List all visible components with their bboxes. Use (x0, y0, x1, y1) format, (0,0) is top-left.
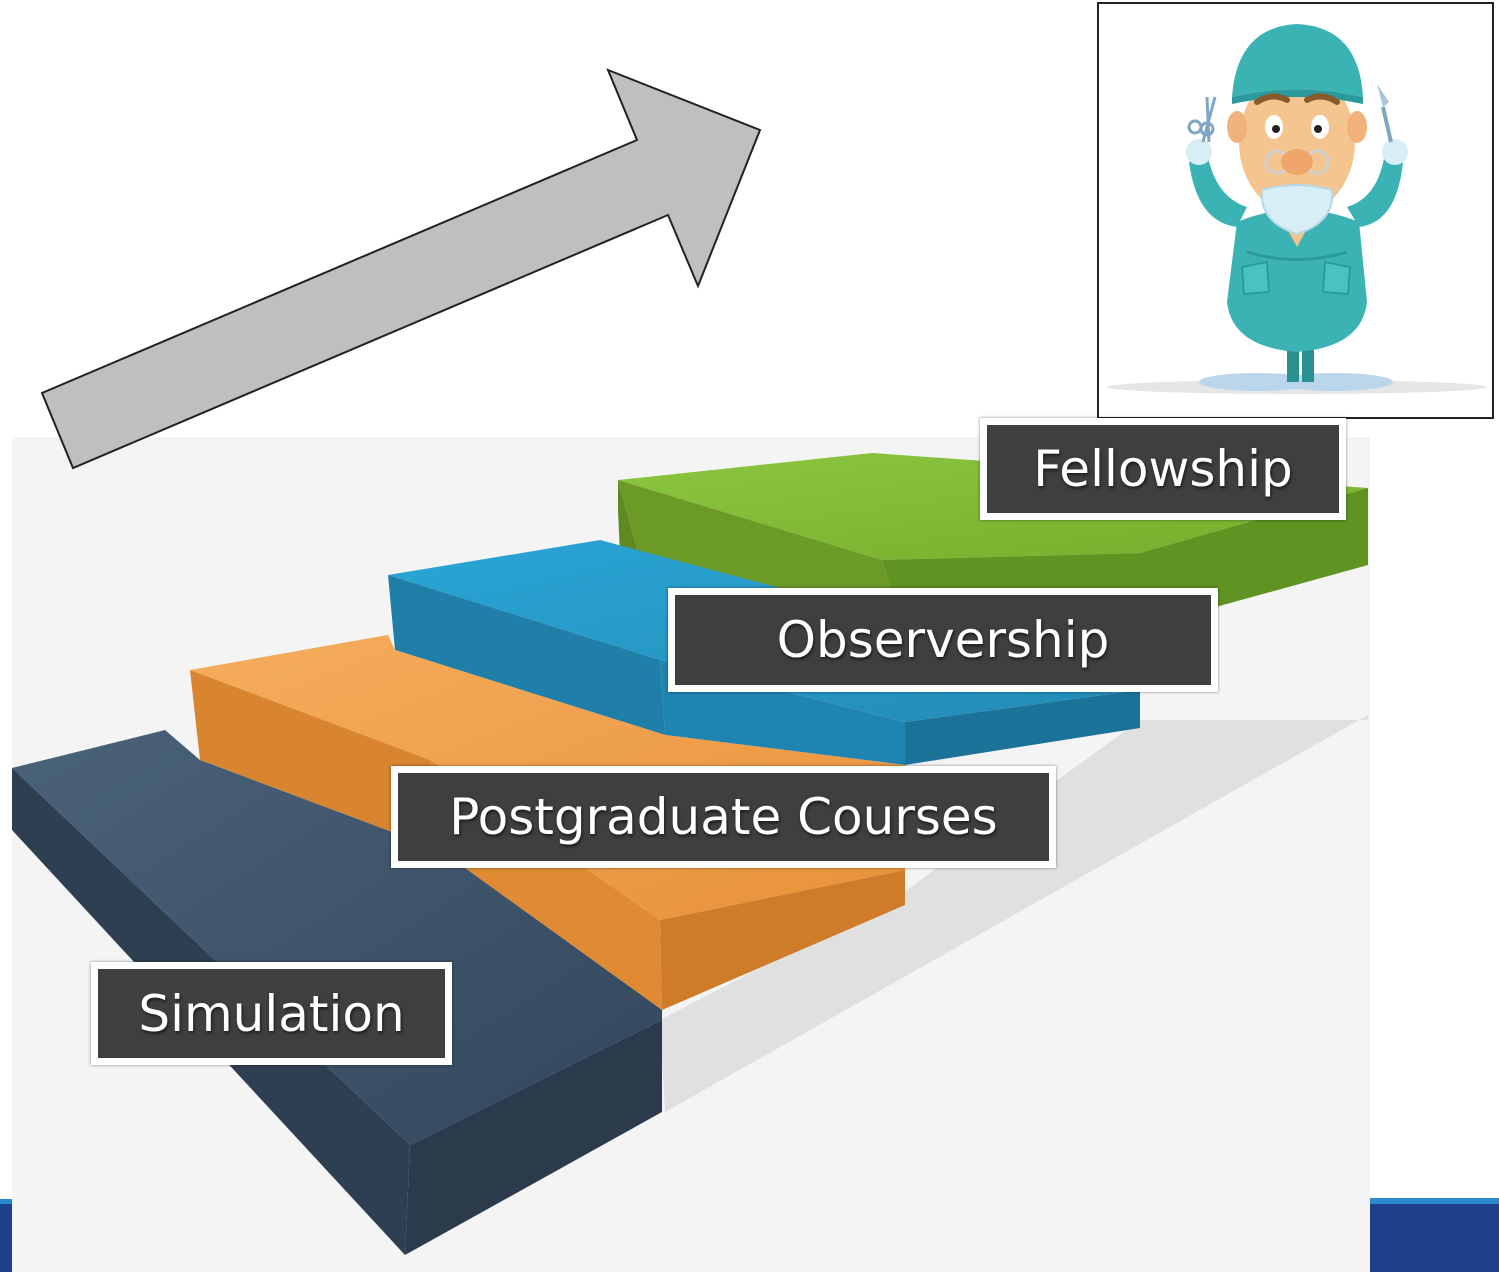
surgeon-frame (1097, 2, 1494, 419)
growth-arrow (40, 68, 762, 470)
step-label-simulation: Simulation (91, 962, 452, 1065)
floor-shadow (660, 715, 1368, 1112)
surgeon-icon (1107, 24, 1487, 394)
step-label-fellowship: Fellowship (980, 418, 1346, 520)
step-label-observership: Observership (668, 588, 1218, 692)
footer-bar-right (1370, 1198, 1499, 1272)
step-label-postgraduate-courses: Postgraduate Courses (391, 766, 1056, 868)
